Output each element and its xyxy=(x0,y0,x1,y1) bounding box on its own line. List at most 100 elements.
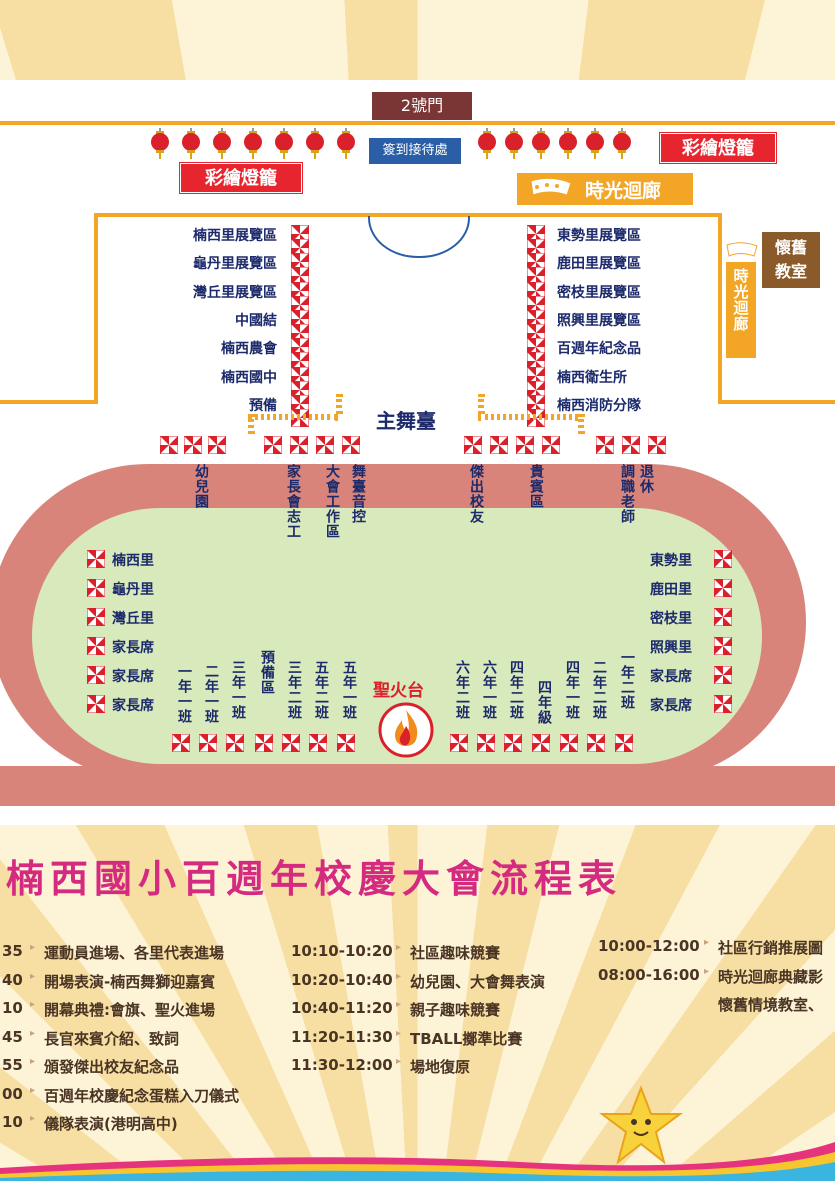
booth-label-right: 照興里展覽區 xyxy=(557,312,641,329)
lantern-icon xyxy=(150,128,170,160)
pinwheel-flag-icon xyxy=(199,734,217,752)
schedule-arrow-icon: ▸ xyxy=(396,970,402,982)
schedule-arrow-icon: ▸ xyxy=(30,1113,36,1124)
film-reel-icon xyxy=(530,177,572,196)
booth-label-left: 楠西里展覽區 xyxy=(193,228,277,244)
pinwheel-flag-icon xyxy=(290,436,308,454)
pinwheel-flag-icon xyxy=(291,239,309,257)
schedule-time: 35 xyxy=(2,942,23,960)
schedule-time: 40 xyxy=(2,970,23,989)
pinwheel-flag-icon xyxy=(527,323,545,342)
pinwheel-flag-icon xyxy=(87,550,105,568)
booth-label-left: 中國結 xyxy=(235,312,277,329)
pinwheel-flag-icon xyxy=(184,436,202,454)
pinwheel-flag-icon xyxy=(504,734,522,752)
class-label-left: 三年二班 xyxy=(286,660,302,720)
pinwheel-flag-icon xyxy=(226,734,244,752)
pinwheel-flag-icon xyxy=(560,734,578,752)
booth-label-right: 東勢里展覽區 xyxy=(557,228,641,244)
pinwheel-flag-icon xyxy=(615,734,633,752)
field-left-label: 灣丘里 xyxy=(112,611,154,627)
field-left-label: 龜丹里 xyxy=(112,582,154,598)
pinwheel-flag-icon xyxy=(87,608,105,626)
schedule-event: TBALL擲準比賽 xyxy=(410,1029,523,1048)
schedule-event: 頒發傑出校友紀念品 xyxy=(44,1058,180,1076)
stage-line-left-h xyxy=(248,414,338,420)
schedule-event: 社區行銷推展圖 xyxy=(718,939,824,957)
pinwheel-flag-icon xyxy=(160,436,178,454)
gallery-label: 時光迴廊 xyxy=(585,180,662,202)
pinwheel-flag-icon xyxy=(596,436,614,454)
class-label-right: 六年一班 xyxy=(481,660,497,720)
pinwheel-flag-icon xyxy=(714,695,732,713)
pinwheel-flag-icon xyxy=(490,436,508,454)
schedule-time: 55 xyxy=(2,1056,23,1074)
schedule-arrow-icon: ▸ xyxy=(30,970,36,982)
class-label-left: 一年一班 xyxy=(176,664,192,724)
zone-label: 舞臺音控 xyxy=(350,464,366,524)
wall-top-end xyxy=(831,121,835,125)
schedule-arrow-icon: ▸ xyxy=(396,999,402,1010)
zone-label: 調職老師 xyxy=(619,464,635,524)
lantern-icon xyxy=(243,128,263,160)
schedule-arrow-icon: ▸ xyxy=(396,942,402,953)
wall-inner-top xyxy=(94,213,720,217)
schedule-time: 10:20-10:40 xyxy=(291,970,393,989)
wall-inner-left xyxy=(94,213,98,403)
lantern-icon xyxy=(336,128,356,160)
pinwheel-flag-icon xyxy=(587,734,605,752)
schedule-arrow-icon: ▸ xyxy=(30,942,36,953)
gallery-vertical-banner: 時光迴廊 xyxy=(726,262,756,358)
class-label-left: 二年一班 xyxy=(203,664,219,724)
booth-label-right: 楠西消防分隊 xyxy=(557,397,641,414)
field-right-label: 密枝里 xyxy=(650,611,692,627)
pinwheel-flag-icon xyxy=(714,579,732,597)
pinwheel-flag-icon xyxy=(516,436,534,454)
pinwheel-flag-icon xyxy=(337,734,355,752)
class-label-right: 六年二班 xyxy=(454,660,470,720)
gallery-vertical-label: 時光迴廊 xyxy=(731,268,750,332)
pinwheel-flag-icon xyxy=(291,267,309,286)
booth-label-right: 鹿田里展覽區 xyxy=(557,256,641,273)
pinwheel-flag-icon xyxy=(527,380,545,399)
pinwheel-flag-icon xyxy=(208,436,226,454)
film-reel-icon-small xyxy=(726,242,758,257)
class-label-right: 二年二班 xyxy=(591,660,607,720)
schedule-time: 00 xyxy=(2,1084,23,1103)
lantern-icon xyxy=(558,128,578,160)
class-label-left: 五年二班 xyxy=(313,660,329,720)
lantern-icon xyxy=(585,128,605,160)
gate-2-label: 2號門 xyxy=(372,92,472,120)
class-label-right: 一年二班 xyxy=(619,650,635,710)
pinwheel-flag-icon xyxy=(648,436,666,454)
pinwheel-flag-icon xyxy=(622,436,640,454)
schedule-event: 運動員進場、各里代表進場 xyxy=(44,944,225,962)
stage-line-right-drop xyxy=(578,414,584,434)
lantern-icon xyxy=(181,128,201,160)
schedule-event: 時光迴廊典藏影 xyxy=(718,967,824,986)
schedule-time: 08:00-16:00 xyxy=(598,965,700,984)
class-label-right: 四年級 xyxy=(536,680,552,725)
field-right-label: 照興里 xyxy=(650,640,692,656)
star-mascot-icon xyxy=(599,1085,683,1165)
lantern-icon xyxy=(305,128,325,160)
schedule-time: 10:10-10:20 xyxy=(291,942,393,960)
class-label-right: 四年一班 xyxy=(564,660,580,720)
stage-line-right-h xyxy=(478,414,578,420)
lantern-icon xyxy=(612,128,632,160)
schedule-arrow-icon: ▸ xyxy=(704,965,710,977)
pinwheel-flag-icon xyxy=(309,734,327,752)
schedule-event: 百週年校慶紀念蛋糕入刀儀式 xyxy=(44,1086,240,1105)
schedule-arrow-icon: ▸ xyxy=(30,1056,36,1067)
pinwheel-flag-icon xyxy=(87,666,105,684)
pinwheel-flag-icon xyxy=(291,295,309,314)
booth-label-right: 密枝里展覽區 xyxy=(557,284,641,301)
pinwheel-flag-icon xyxy=(172,734,190,752)
field-right-label: 鹿田里 xyxy=(650,582,692,598)
wall-inner-right xyxy=(718,213,722,403)
field-left-label: 家長席 xyxy=(112,698,154,714)
schedule-arrow-icon: ▸ xyxy=(30,1084,36,1096)
zone-label: 家長會志工 xyxy=(285,464,301,539)
zone-label: 退休 xyxy=(638,464,654,494)
pinwheel-flag-icon xyxy=(87,695,105,713)
